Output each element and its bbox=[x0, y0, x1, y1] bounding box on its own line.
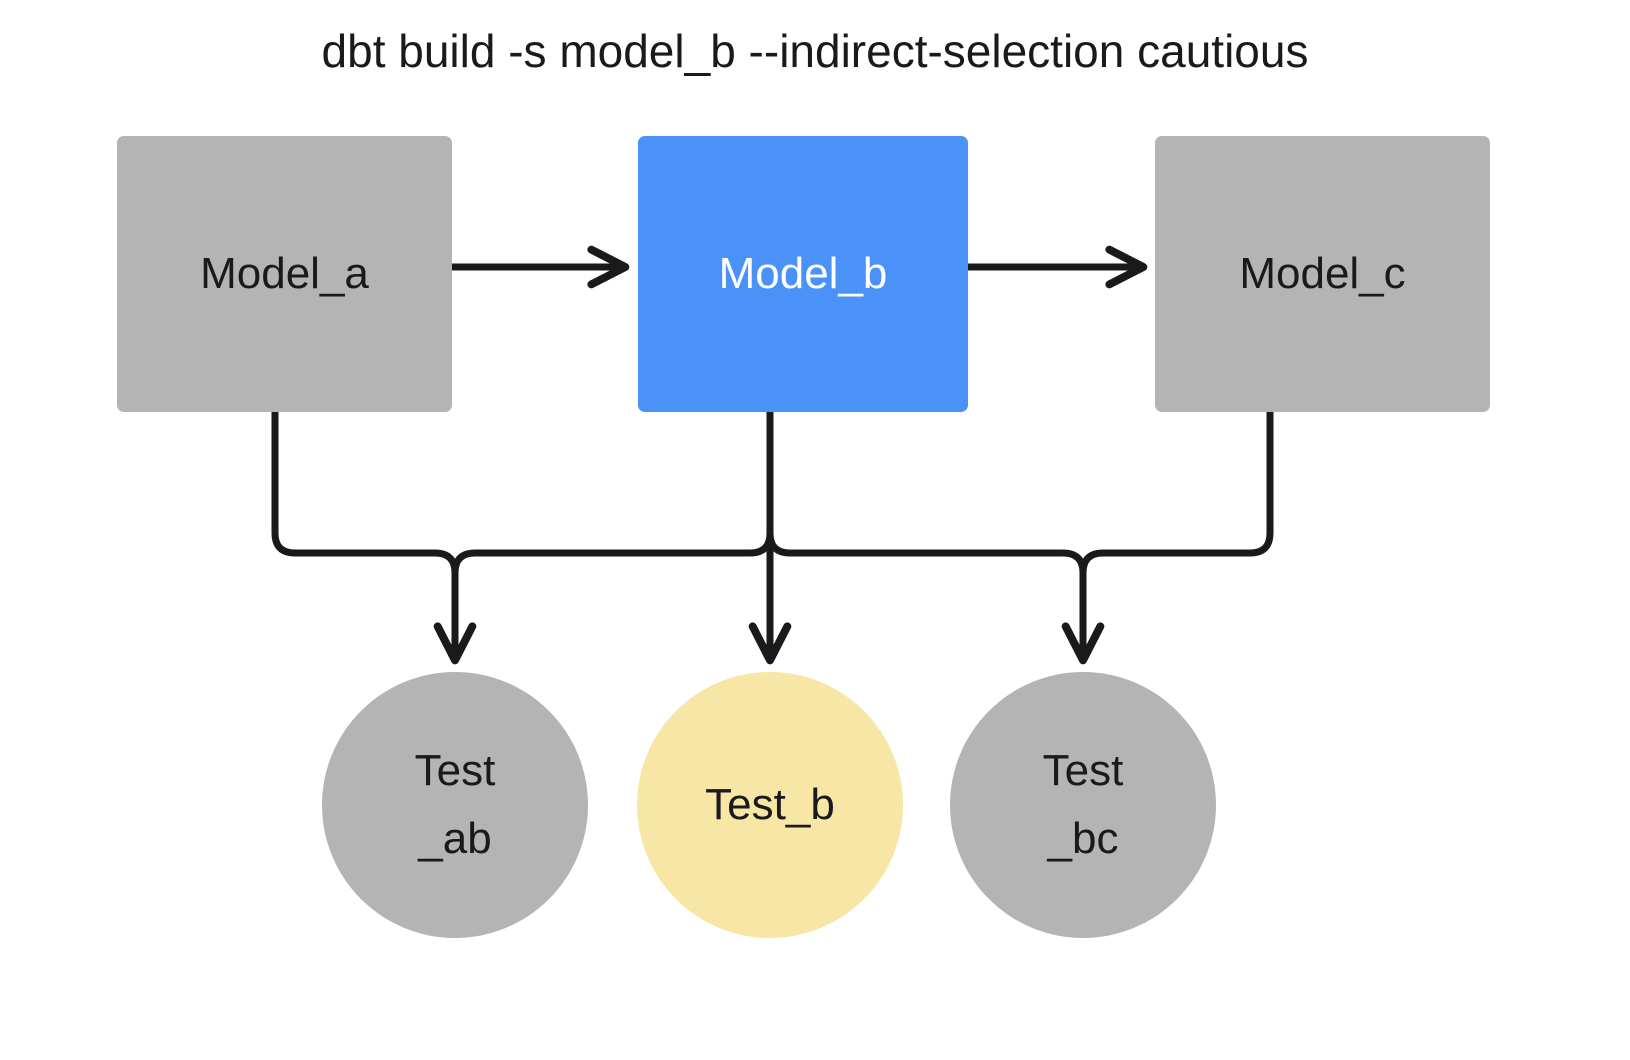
node-test-ab[interactable] bbox=[322, 672, 588, 938]
node-model-a[interactable] bbox=[117, 136, 452, 412]
edge-layer bbox=[271, 245, 1274, 665]
node-test-b[interactable] bbox=[637, 672, 903, 938]
edge-model-b-to-test-ab bbox=[451, 438, 774, 574]
node-model-c[interactable] bbox=[1155, 136, 1490, 412]
edge-model-b-to-test-bc bbox=[766, 438, 1087, 574]
edge-model-a-to-test-ab bbox=[271, 412, 459, 574]
diagram-title: dbt build -s model_b --indirect-selectio… bbox=[321, 25, 1309, 77]
edge-model-c-to-test-bc bbox=[1079, 412, 1274, 574]
node-test-bc[interactable] bbox=[950, 672, 1216, 938]
node-model-b[interactable] bbox=[638, 136, 968, 412]
